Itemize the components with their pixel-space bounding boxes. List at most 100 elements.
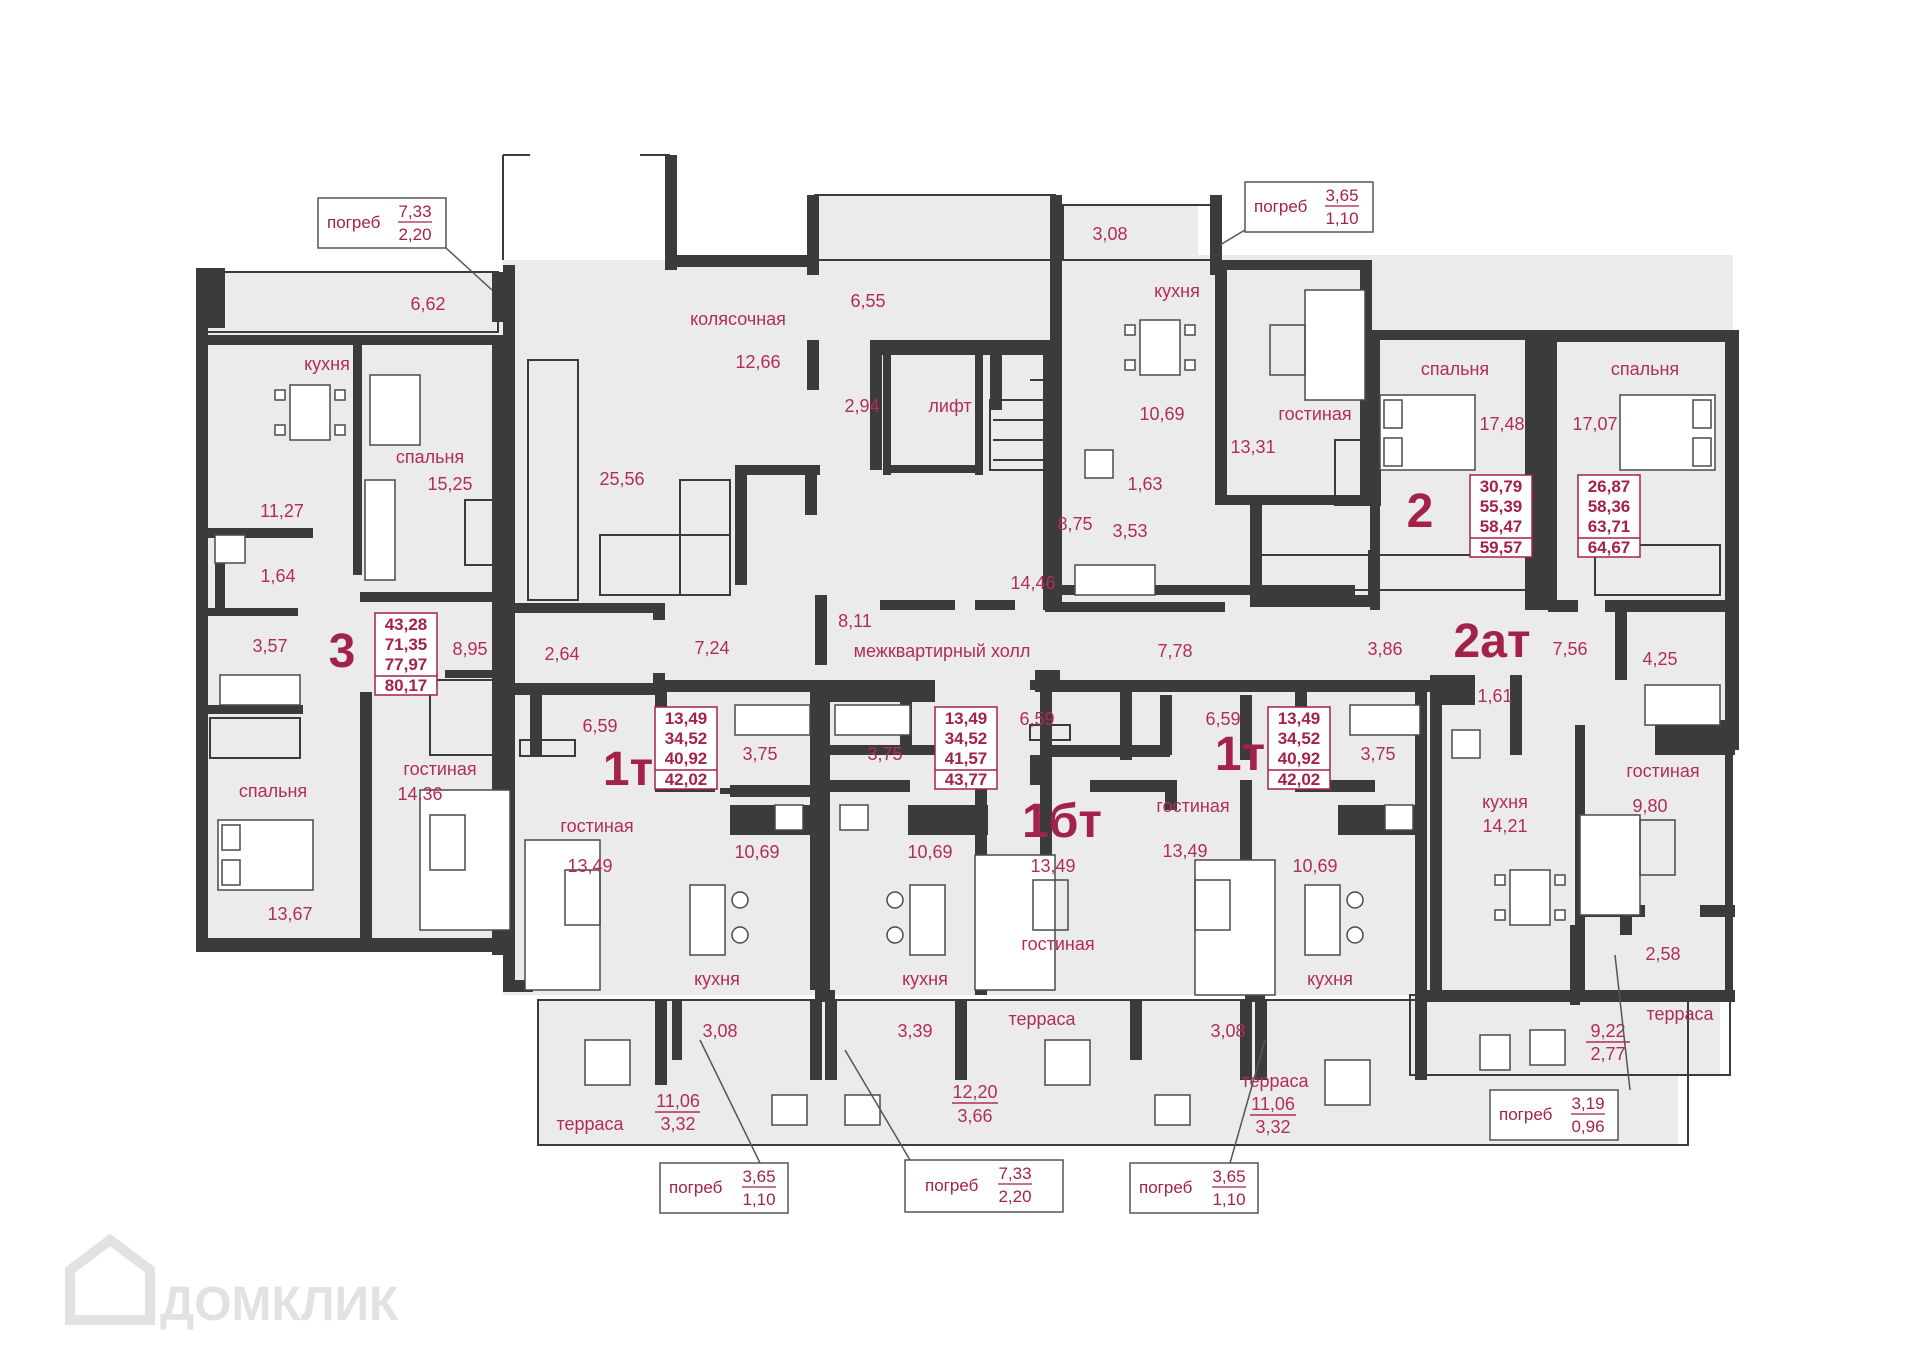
room-label: спальня <box>1421 359 1489 379</box>
apartment-number: 1бт <box>1022 795 1102 848</box>
chair-icon <box>584 1039 631 1086</box>
area-label: 13,67 <box>267 904 312 924</box>
apartment-number: 1т <box>603 743 653 796</box>
cellar-box: погреб 3,65 1,10 <box>1219 181 1374 246</box>
chair-icon <box>1154 1094 1191 1126</box>
area-label: 13,49 <box>567 856 612 876</box>
dining-table-icon <box>1494 869 1566 926</box>
room-label: спальня <box>239 781 307 801</box>
area-label: 4,25 <box>1642 649 1677 669</box>
sofa-icon <box>1579 814 1676 916</box>
room-label: спальня <box>1611 359 1679 379</box>
thin-lines <box>202 154 1731 1146</box>
terrace-area-top: 9,22 <box>1590 1021 1625 1041</box>
area-label: 8,75 <box>1057 514 1092 534</box>
room-label: гостиная <box>1278 404 1351 424</box>
area-label: 1,64 <box>260 566 295 586</box>
terrace-labels: терраса 11,06 3,32 терраса 12,20 3,66 те… <box>556 1004 1714 1137</box>
svg-text:43,28: 43,28 <box>385 615 428 634</box>
apartment-area-box: 13,49 34,52 40,92 42,02 <box>654 706 718 790</box>
bathtub-icon <box>1074 564 1156 596</box>
svg-text:42,02: 42,02 <box>665 770 708 789</box>
svg-text:13,49: 13,49 <box>665 709 708 728</box>
svg-text:40,92: 40,92 <box>665 749 708 768</box>
washer-icon <box>214 534 246 564</box>
area-label: 3,39 <box>897 1021 932 1041</box>
chair-icon <box>1044 1039 1091 1086</box>
svg-text:2,20: 2,20 <box>398 225 431 244</box>
svg-text:71,35: 71,35 <box>385 635 428 654</box>
svg-text:погреб: погреб <box>1139 1178 1193 1197</box>
cellar-box: погреб 7,33 2,20 <box>844 1049 1064 1213</box>
area-label: 17,48 <box>1479 414 1524 434</box>
apartment-area-box: 13,49 34,52 40,92 42,02 <box>1267 706 1331 790</box>
room-label: кухня <box>1307 969 1353 989</box>
apartment-labels: 3 43,28 71,35 77,97 80,17 2 30,79 55,39 … <box>329 474 1641 848</box>
washer-icon <box>774 804 804 831</box>
area-label: 14,36 <box>397 784 442 804</box>
area-label: 7,78 <box>1157 641 1192 661</box>
svg-text:1,10: 1,10 <box>1212 1190 1245 1209</box>
chair-icon <box>771 1094 808 1126</box>
watermark-text: ДОМКЛИК <box>160 1278 399 1331</box>
area-label: 9,80 <box>1632 796 1667 816</box>
area-label: 3,08 <box>702 1021 737 1041</box>
svg-text:34,52: 34,52 <box>945 729 988 748</box>
apartment-area-box: 30,79 55,39 58,47 59,57 <box>1469 474 1533 558</box>
svg-text:59,57: 59,57 <box>1480 538 1523 557</box>
room-labels: 6,62 кухня 11,27 спальня 15,25 1,64 3,57… <box>239 224 1700 1041</box>
area-label: 13,49 <box>1162 841 1207 861</box>
svg-text:3,19: 3,19 <box>1571 1094 1604 1113</box>
sofa-icon <box>524 839 601 991</box>
svg-text:3,65: 3,65 <box>1212 1167 1245 1186</box>
room-label: гостиная <box>560 816 633 836</box>
svg-text:34,52: 34,52 <box>1278 729 1321 748</box>
room-label: спальня <box>396 447 464 467</box>
area-label: 3,75 <box>742 744 777 764</box>
svg-text:погреб: погреб <box>1499 1105 1553 1124</box>
room-label: лифт <box>928 396 971 416</box>
area-label: 13,31 <box>1230 437 1275 457</box>
dining-table-icon <box>1124 319 1196 376</box>
terrace-label: терраса <box>1646 1004 1714 1024</box>
area-label: 2,94 <box>844 396 879 416</box>
bed-icon <box>217 819 314 891</box>
area-label: 3,08 <box>1210 1021 1245 1041</box>
bed-icon <box>1379 394 1476 471</box>
terrace-area-top: 11,06 <box>1251 1094 1295 1114</box>
washer-icon <box>1084 449 1114 479</box>
svg-text:40,92: 40,92 <box>1278 749 1321 768</box>
area-label: 25,56 <box>599 469 644 489</box>
svg-text:13,49: 13,49 <box>945 709 988 728</box>
area-label: 2,58 <box>1645 944 1680 964</box>
dining-table-icon <box>274 384 346 441</box>
area-label: 3,86 <box>1367 639 1402 659</box>
area-label: 6,59 <box>1205 709 1240 729</box>
room-label: кухня <box>1482 792 1528 812</box>
washer-icon <box>839 804 869 831</box>
sofa-icon <box>974 854 1069 991</box>
room-label: колясочная <box>690 309 786 329</box>
svg-text:7,33: 7,33 <box>398 202 431 221</box>
svg-text:погреб: погреб <box>327 213 381 232</box>
terrace-area-top: 12,20 <box>952 1082 997 1102</box>
svg-text:0,96: 0,96 <box>1571 1117 1604 1136</box>
bathtub-icon <box>834 704 911 736</box>
cellar-box: погреб 3,65 1,10 <box>659 1039 789 1214</box>
cellar-box: погреб 7,33 2,20 <box>317 197 493 291</box>
area-label: 14,21 <box>1482 816 1527 836</box>
room-label: гостиная <box>1021 934 1094 954</box>
svg-text:3,65: 3,65 <box>1325 186 1358 205</box>
area-label: 14,46 <box>1010 573 1055 593</box>
area-label: 15,25 <box>427 474 472 494</box>
room-label: гостиная <box>403 759 476 779</box>
terrace-area-top: 11,06 <box>656 1091 700 1111</box>
chair-icon <box>1479 1034 1511 1071</box>
terrace-area-bottom: 3,32 <box>1255 1117 1290 1137</box>
svg-text:34,52: 34,52 <box>665 729 708 748</box>
house-logo-icon <box>65 1233 155 1325</box>
bathtub-icon <box>1349 704 1421 736</box>
svg-text:3,65: 3,65 <box>742 1167 775 1186</box>
svg-text:погреб: погреб <box>669 1178 723 1197</box>
svg-text:63,71: 63,71 <box>1588 517 1631 536</box>
